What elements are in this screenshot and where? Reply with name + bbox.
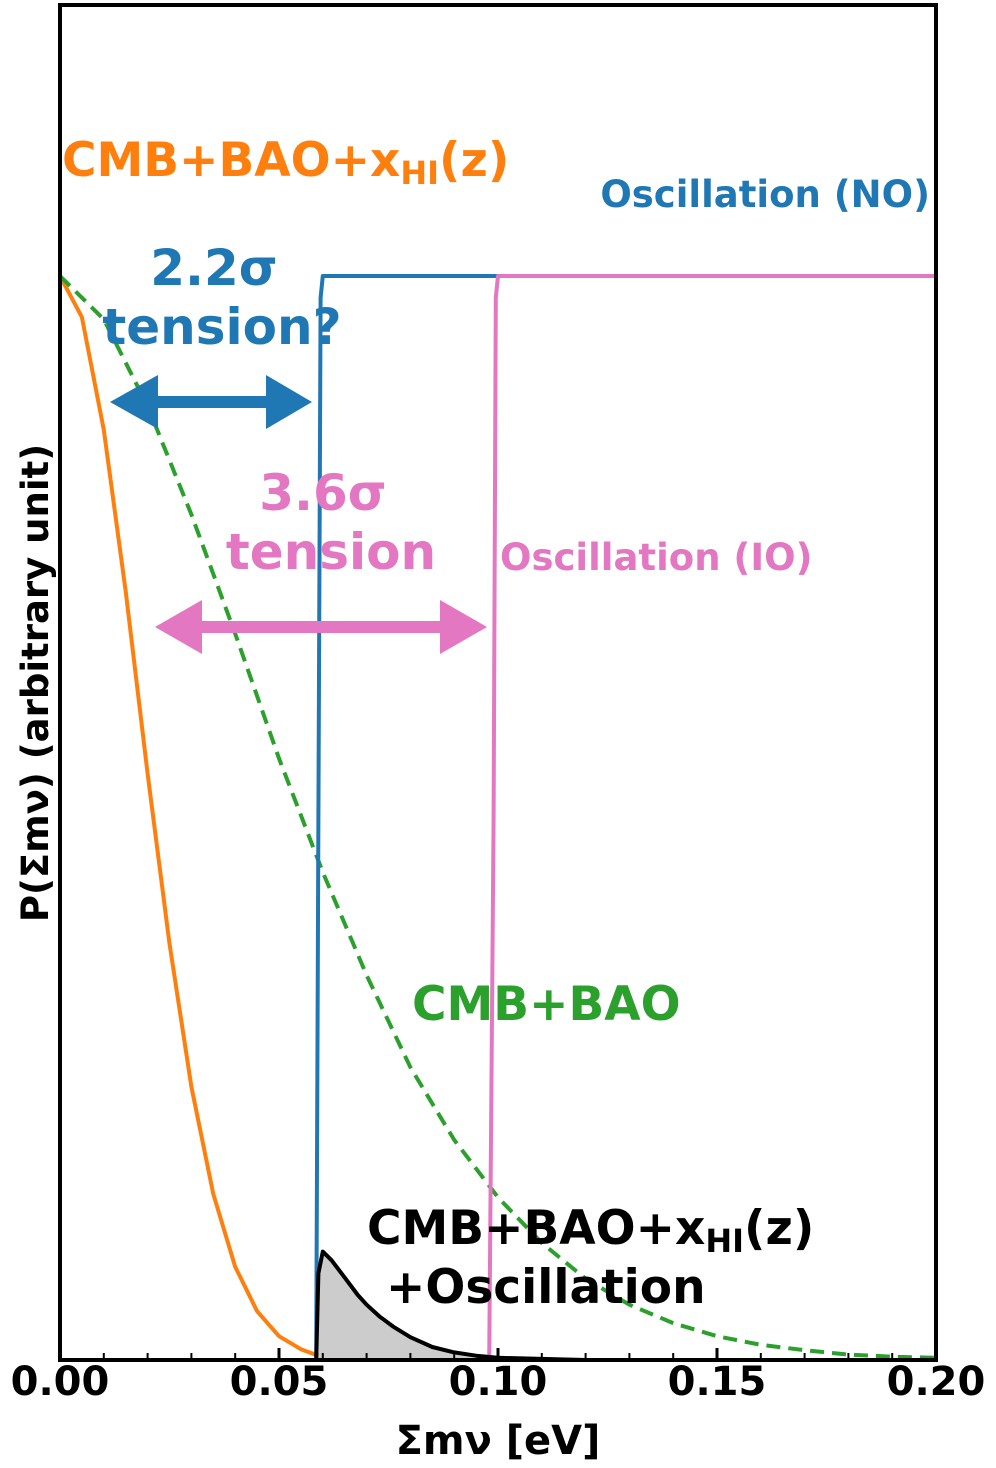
x-tick-label: 0.10 xyxy=(449,1359,548,1405)
combined-label-line1: CMB+BAO+xHI(z) xyxy=(367,1201,814,1260)
series-fill-4 xyxy=(316,1251,586,1360)
x-tick-label: 0.15 xyxy=(668,1359,767,1405)
x-tick-label: 0.20 xyxy=(887,1359,986,1405)
x-axis-ticks: 0.00 0.05 0.10 0.15 0.20 xyxy=(11,1348,986,1405)
tension-3-6-value: 3.6σ xyxy=(259,464,387,522)
oscillation-io-label: Oscillation (IO) xyxy=(500,536,812,579)
tension-arrow-3-6sigma xyxy=(155,600,487,654)
tension-2-2-text: tension? xyxy=(102,298,341,356)
tension-3-6-text: tension xyxy=(226,523,436,581)
x-tick-label: 0.00 xyxy=(11,1359,110,1405)
tension-2-2-value: 2.2σ xyxy=(150,239,278,297)
series-line-2 xyxy=(314,274,936,1360)
x-axis-label: Σmν [eV] xyxy=(396,1418,601,1464)
x-tick-label: 0.05 xyxy=(230,1359,329,1405)
oscillation-no-label: Oscillation (NO) xyxy=(600,173,930,216)
combined-label-line2: +Oscillation xyxy=(386,1260,706,1315)
cmb-bao-label: CMB+BAO xyxy=(412,977,681,1032)
y-axis-label: P(Σmν) (arbitrary unit) xyxy=(14,444,57,922)
series-layer xyxy=(60,274,936,1360)
tension-arrow-2-2sigma xyxy=(110,375,312,429)
series-line-0 xyxy=(60,275,320,1358)
shaded-region-layer xyxy=(316,1251,586,1360)
series-line-3 xyxy=(487,274,936,1360)
series-line-1 xyxy=(60,274,936,1360)
cmb-bao-xhi-label: CMB+BAO+xHI(z) xyxy=(62,133,509,192)
series-line-4 xyxy=(314,1249,586,1360)
